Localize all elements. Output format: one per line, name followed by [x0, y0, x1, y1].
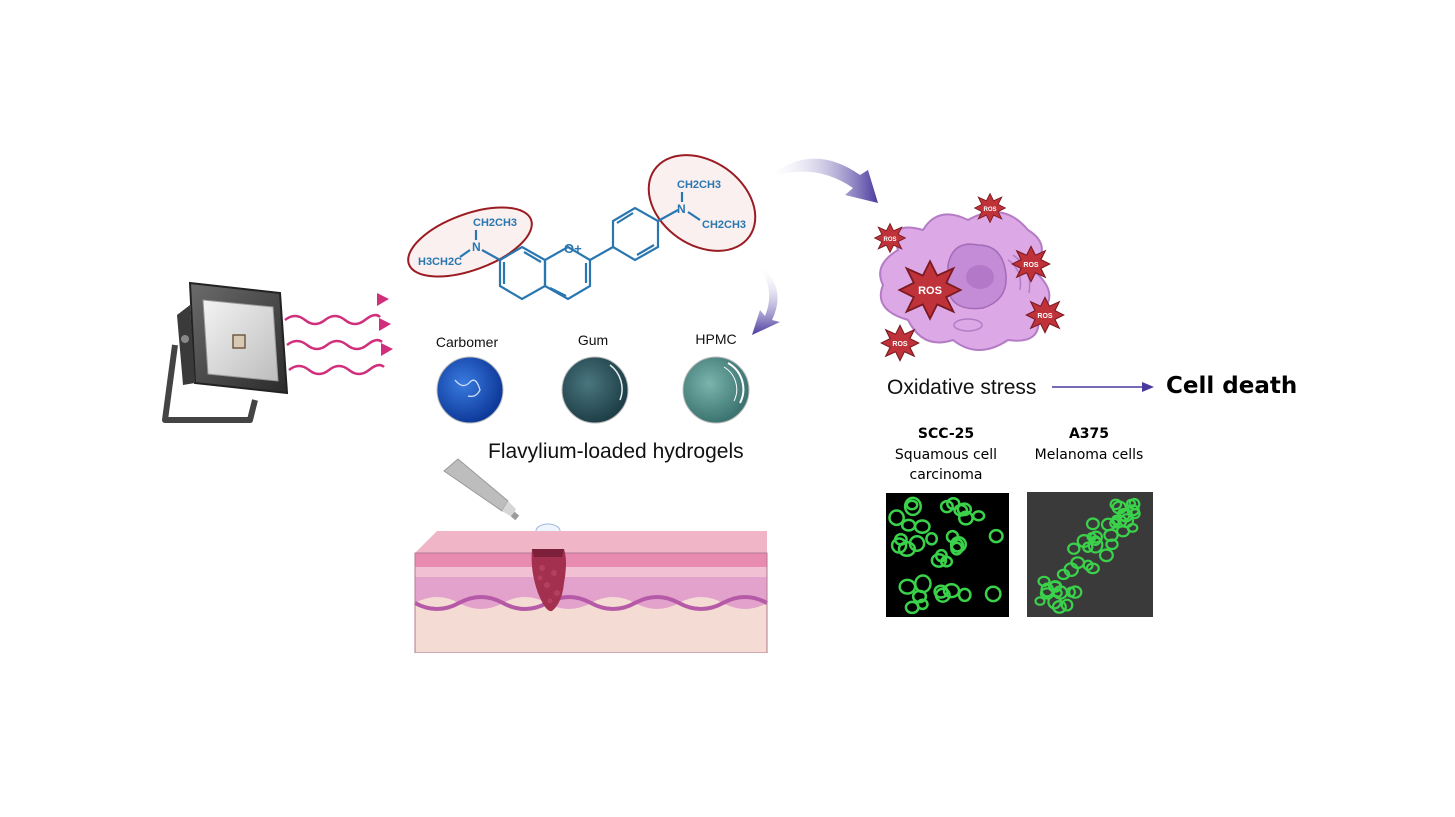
ros-left: ROS — [874, 223, 906, 253]
lamp-illustration — [162, 281, 393, 423]
right-n-label: N — [677, 202, 686, 216]
arrow-to-hydrogels — [752, 264, 780, 335]
right-amine-highlight — [647, 154, 757, 252]
cell-ring — [1051, 599, 1067, 614]
skin-cross-section — [414, 458, 768, 653]
hydrogel-label-carbomer: Carbomer — [435, 334, 499, 350]
cell-ring — [908, 535, 926, 552]
right-top-ethyl: CH2CH3 — [677, 179, 721, 191]
cell-ring — [1126, 522, 1139, 533]
cell-ring — [1037, 575, 1051, 587]
svg-text:ROS: ROS — [918, 285, 942, 297]
lamp-led — [232, 334, 246, 349]
cell-ring — [1039, 587, 1055, 600]
hydrogel-label-gum: Gum — [577, 332, 609, 348]
svg-text:ROS: ROS — [892, 341, 908, 348]
pathway-arrow — [1052, 382, 1154, 392]
svg-text:ROS: ROS — [1023, 262, 1039, 269]
ros-top: ROS — [974, 193, 1006, 223]
cell-line-desc-a375: Melanoma cells — [1034, 447, 1144, 463]
left-top-ethyl: CH2CH3 — [473, 217, 517, 229]
flavylium-structure: O+ N CH2CH3 CH2CH3 N CH2CH3 H3CH2C — [407, 154, 757, 301]
cell-ring — [1109, 498, 1123, 511]
ros-bottom-right: ROS — [1025, 296, 1065, 334]
lamp-stand — [162, 344, 258, 423]
cell-ring — [893, 533, 908, 546]
svg-text:ROS: ROS — [983, 207, 996, 213]
gel-gum — [561, 356, 629, 424]
wave-arrowheads — [377, 293, 393, 356]
cell-ring — [1125, 498, 1137, 509]
cell-ring — [1126, 504, 1140, 517]
cell-ring — [988, 528, 1004, 544]
oxygen-label: O+ — [564, 241, 582, 256]
cell-ring — [949, 535, 968, 553]
cell-ring — [1098, 548, 1114, 563]
cell-ring — [1085, 517, 1100, 531]
cell-ring — [942, 583, 961, 599]
cell-ring — [1056, 568, 1071, 581]
cell-with-ros: ROS ROS ROS ROS ROS ROS — [874, 193, 1065, 362]
cell-ring — [1087, 536, 1104, 554]
ointment-tube-icon — [443, 458, 520, 521]
cell-ring — [1070, 556, 1086, 569]
cell-ring — [1119, 513, 1135, 529]
cell-ring — [934, 587, 951, 603]
cell-ring — [888, 509, 905, 527]
cell-ring — [1105, 538, 1119, 551]
left-amine-highlight — [407, 206, 533, 278]
cell-ring — [984, 585, 1002, 603]
cell-line-name-a375: A375 — [1068, 426, 1110, 442]
cell-ring — [905, 499, 919, 511]
ros-bottom-left: ROS — [880, 324, 920, 362]
gel-carbomer — [436, 356, 504, 424]
micrograph-a375 — [1027, 492, 1153, 617]
cell-ring — [1100, 517, 1116, 532]
cell-ring — [1068, 585, 1083, 599]
cell-ring — [913, 519, 931, 534]
cell-ring — [939, 499, 954, 514]
cell-ring — [1089, 530, 1103, 544]
hydrogels-caption: Flavylium-loaded hydrogels — [488, 440, 744, 463]
cell-ring — [1111, 500, 1128, 515]
cell-ring — [957, 587, 972, 603]
gel-hpmc — [682, 356, 750, 424]
svg-text:ROS: ROS — [883, 237, 896, 243]
left-side-ethyl: H3CH2C — [418, 256, 462, 268]
hydrogel-samples — [436, 356, 750, 424]
oxidative-stress-label: Oxidative stress — [887, 376, 1037, 399]
cell-ring — [903, 496, 922, 517]
cell-ring — [1067, 542, 1081, 555]
cell-ring — [971, 510, 986, 522]
cell-ring — [898, 578, 917, 595]
right-side-ethyl: CH2CH3 — [702, 219, 746, 231]
cell-ring — [930, 552, 948, 568]
cell-line-name-scc25: SCC-25 — [917, 426, 975, 442]
cell-ring — [950, 541, 964, 556]
cell-ring — [1060, 598, 1074, 612]
cell-line-desc-scc25-line2: carcinoma — [909, 467, 983, 483]
arrow-to-cell — [765, 158, 878, 203]
hydrogel-label-hpmc: HPMC — [695, 331, 737, 347]
cell-death-label: Cell death — [1166, 373, 1298, 399]
light-waves — [284, 313, 385, 376]
svg-text:ROS: ROS — [1037, 313, 1053, 320]
left-n-label: N — [472, 240, 481, 254]
cell-ring — [1034, 596, 1046, 606]
cell-ring — [1065, 586, 1077, 598]
cell-ring — [925, 531, 939, 546]
ros-large: ROS — [898, 260, 962, 320]
cell-line-desc-scc25-line1: Squamous cell — [894, 447, 998, 463]
cell-ring — [953, 503, 969, 517]
ros-right: ROS — [1011, 245, 1051, 283]
micrograph-scc25 — [886, 493, 1009, 617]
cell-ring — [890, 537, 908, 554]
cell-ring — [916, 598, 929, 611]
